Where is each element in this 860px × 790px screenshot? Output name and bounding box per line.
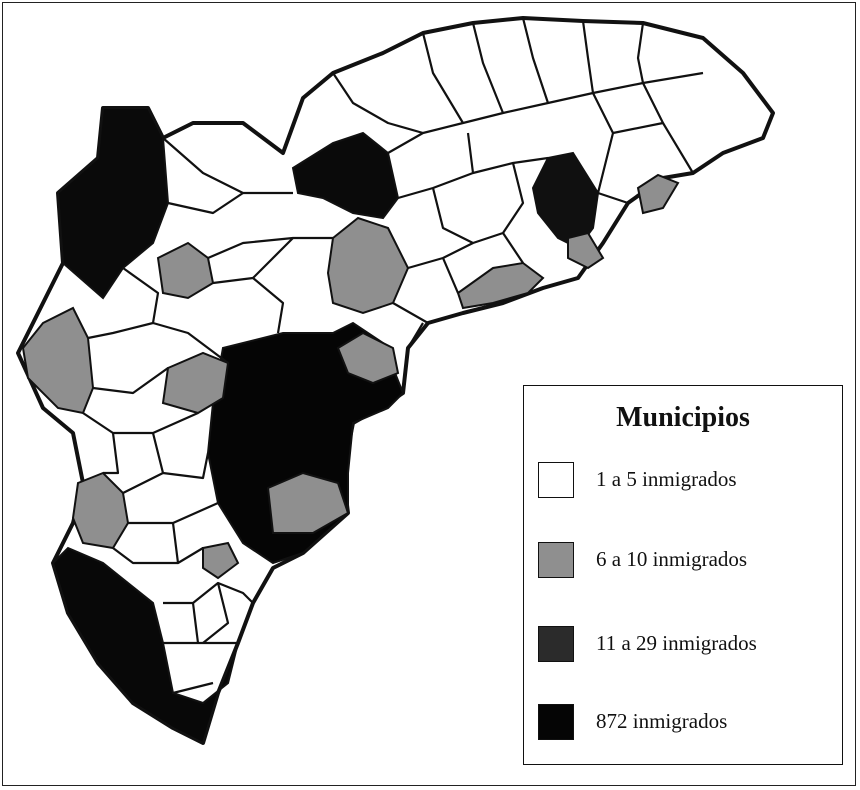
legend-swatch-white [538,462,574,498]
region-gray-southwest [71,471,130,550]
legend-item-6-10: 6 a 10 inmigrados [538,542,828,582]
legend-item-872: 872 inmigrados [538,704,828,744]
map-legend: Municipios 1 a 5 inmigrados 6 a 10 inmig… [523,385,843,765]
legend-swatch-dark [538,626,574,662]
legend-item-1-5: 1 a 5 inmigrados [538,462,828,502]
region-gray-south-1 [266,471,350,534]
region-gray-south-2 [202,541,240,580]
legend-swatch-black [538,704,574,740]
legend-label: 11 a 29 inmigrados [596,631,757,655]
region-gray-east-coast [456,261,545,310]
region-gray-east-small [567,231,605,270]
legend-label: 872 inmigrados [596,709,728,733]
region-gray-east-tip [636,173,680,215]
municipalities-map [16,16,775,745]
legend-swatch-gray [538,542,574,578]
legend-label: 1 a 5 inmigrados [596,467,737,491]
legend-item-11-29: 11 a 29 inmigrados [538,626,828,666]
municipal-borders [82,17,704,695]
region-black-large [206,321,405,565]
region-gray-mid-2 [336,331,400,385]
region-dark-north [291,131,400,220]
region-gray-center-2 [161,351,230,415]
legend-label: 6 a 10 inmigrados [596,547,748,571]
legend-title: Municipios [616,402,750,433]
